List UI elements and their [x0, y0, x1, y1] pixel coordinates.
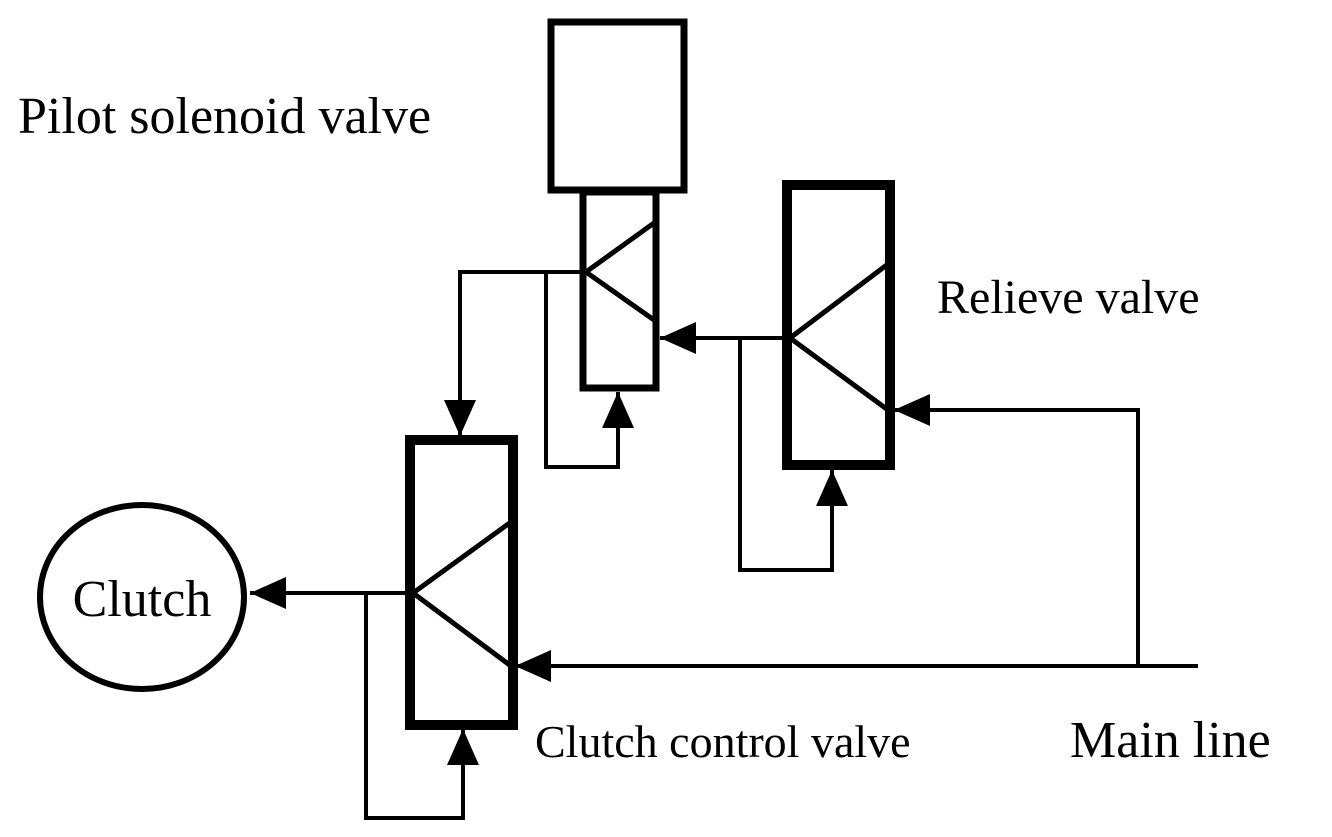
relieve-valve-label: Relieve valve: [937, 271, 1200, 324]
pilot-solenoid-valve-label: Pilot solenoid valve: [18, 88, 431, 145]
clutch-control-feedback-line: [364, 593, 479, 820]
relieve-feedback-line: [738, 338, 848, 572]
pilot-valve-body: [579, 188, 660, 392]
clutch-control-valve-label: Clutch control valve: [535, 716, 911, 767]
main-to-relieve-line: [894, 394, 1140, 666]
clutch-label: Clutch: [73, 571, 212, 628]
main-line-label: Main line: [1070, 712, 1271, 769]
pilot-solenoid-box: [547, 18, 688, 194]
hydraulic-lines: [250, 270, 1198, 820]
clutch-ellipse: [37, 502, 247, 692]
pilot-to-clutch-control-line: [444, 270, 583, 436]
relieve-valve-body: [782, 180, 895, 470]
pilot-feedback-line: [544, 272, 634, 469]
clutch-control-valve-body: [405, 435, 518, 730]
